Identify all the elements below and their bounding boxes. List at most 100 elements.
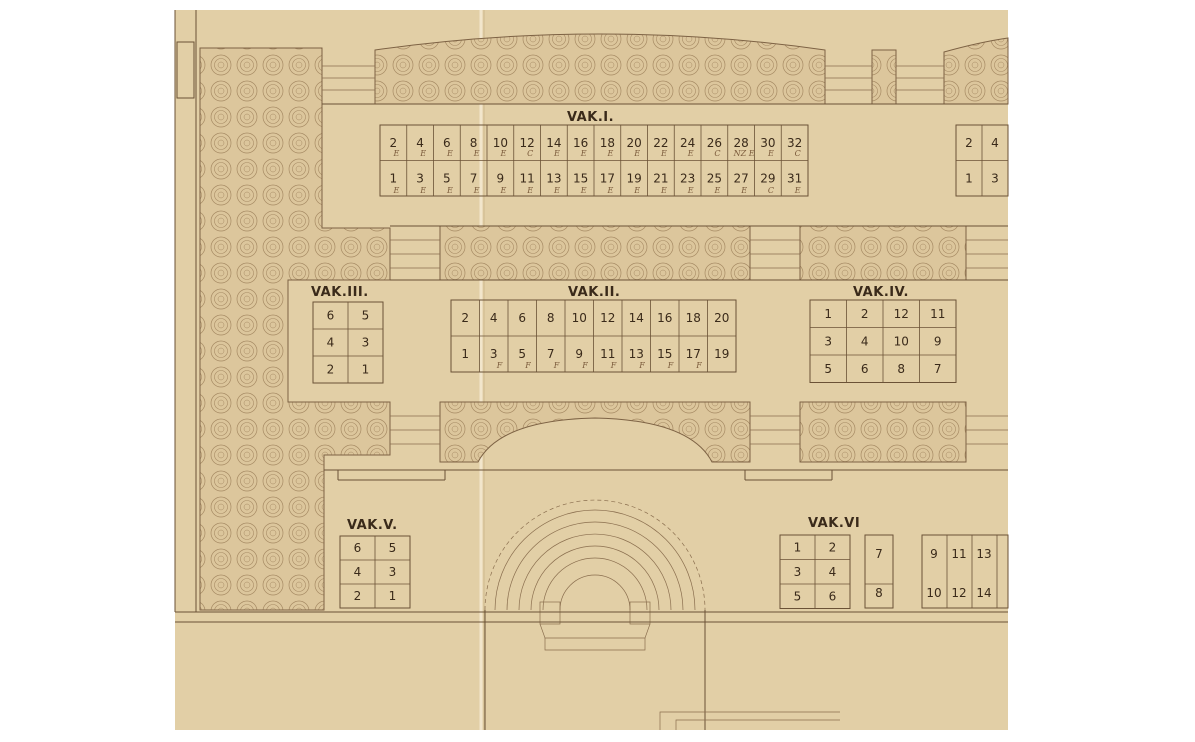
amphitheatre [484,499,706,651]
vak2-plot-number: 19 [714,347,729,361]
vak1-plot-number: 4 [416,136,424,150]
vak5-plot-number: 4 [354,565,362,579]
vak1-plot-mark: E [392,186,399,195]
vak1-plot-mark: E [446,149,453,158]
vak6-plot-number: 13 [976,547,991,561]
vak6-single-plot [864,534,894,609]
vak2-plot-number: 18 [686,311,701,325]
vak1-plot-mark: E [687,149,694,158]
top-hedge-small [871,49,897,105]
vak2-plot-number: 5 [518,347,526,361]
vak5-plot-number: 1 [389,589,397,603]
middle-hedge-right [799,225,967,281]
vak1-plot-number: 3 [416,171,424,185]
vak4-title: VAK.IV. [853,285,909,300]
vak6-title: VAK.VI [808,516,860,531]
vak1-plot-mark: C [714,149,720,158]
vak1-plot-number: 20 [626,136,641,150]
vak3-plot-number: 4 [327,336,335,350]
vak4-plot-number: 11 [930,307,945,321]
vak1-plot-number: 10 [493,136,508,150]
vak6-plot-number: 10 [926,586,941,600]
vak5-plot-number: 3 [389,565,397,579]
vak2-plot-mark: F [496,361,503,370]
vak1-plot-number: 9 [497,171,505,185]
vak1-plot-mark: E [473,149,480,158]
vak1-plot-number: 5 [443,171,451,185]
vak2-plot-number: 7 [547,347,555,361]
vak4-plot-number: 9 [934,334,942,348]
vak1-plot-mark: E [633,186,640,195]
vak1-plot-number: 21 [653,171,668,185]
vak1-plot-mark: E [740,186,747,195]
vak1-plot-number: 23 [680,171,695,185]
vak1-plot-mark: E [499,186,506,195]
vak5-plot-number: 5 [389,541,397,555]
vak1-plot-number: 1 [390,171,398,185]
vak2-plot-number: 15 [657,347,672,361]
vak1-plot-mark: C [795,149,801,158]
vak2-plot-number: 4 [490,311,498,325]
vak4-plot-number: 8 [897,362,905,376]
vak5-plot-number: 6 [354,541,362,555]
top-hedge-center [374,33,826,105]
vak1-right-plot-number: 2 [965,136,973,150]
vak1-plot-number: 13 [546,171,561,185]
vak1-plot-number: 25 [707,171,722,185]
vak1-plot-number: 32 [787,136,802,150]
vak1-plot-mark: E [580,149,587,158]
vak1-plot-mark: NZ E [733,149,755,158]
vak2-plot-number: 2 [461,311,469,325]
vak5-title: VAK.V. [347,518,398,533]
vak2-plot-number: 16 [657,311,672,325]
vak1-plot-number: 31 [787,171,802,185]
vak2-plot-mark: F [667,361,674,370]
vak1-plot-number: 14 [546,136,561,150]
vak1-plot-mark: E [606,186,613,195]
vak1-plot-number: 30 [760,136,775,150]
vak2-plot-number: 8 [547,311,555,325]
vak2-title: VAK.II. [568,285,620,300]
vak1-plot-number: 8 [470,136,478,150]
vak1-plot-mark: E [553,186,560,195]
lower-hedge-right [799,401,967,463]
vak1-plot-mark: E [580,186,587,195]
vak2-plot-mark: F [638,361,645,370]
vak4-plot-number: 1 [824,307,832,321]
vak2-plot-number: 14 [629,311,644,325]
vak1-plot-number: 16 [573,136,588,150]
vak2-plot-number: 9 [575,347,583,361]
vak1-plot-mark: E [526,186,533,195]
vak6-plot-number: 8 [875,586,883,600]
vak6-plot-number: 12 [951,586,966,600]
vak1-plot-number: 17 [600,171,615,185]
lower-hedge-center [439,401,751,463]
vak1-plot-number: 18 [600,136,615,150]
vak1-plot-mark: E [794,186,801,195]
vak2-plot-number: 6 [518,311,526,325]
vak1-right-plot-number: 4 [991,136,999,150]
vak1-plot-mark: E [713,186,720,195]
vak1-plot-number: 28 [733,136,748,150]
top-hedge-right [943,37,1009,105]
vak1-plot-number: 24 [680,136,695,150]
vak5-plot-number: 2 [354,589,362,603]
vak3-plot-number: 3 [362,336,370,350]
vak4-plot-number: 3 [824,334,832,348]
vak1-plot-mark: E [633,149,640,158]
vak1-plot-mark: E [392,149,399,158]
vak1-plot-mark: C [527,149,533,158]
vak1-plot-number: 12 [519,136,534,150]
vak1-plot-mark: E [419,186,426,195]
vak1-plot-number: 22 [653,136,668,150]
vak6-left-plot-number: 2 [829,540,837,554]
vak1-plot-mark: C [768,186,774,195]
middle-hedge-center [439,225,751,281]
vak2-plot-number: 17 [686,347,701,361]
vak1-plot-number: 7 [470,171,478,185]
vak1-plot-mark: E [553,149,560,158]
vak1-right-plot-number: 3 [991,171,999,185]
vak6-right-block [921,534,1009,609]
